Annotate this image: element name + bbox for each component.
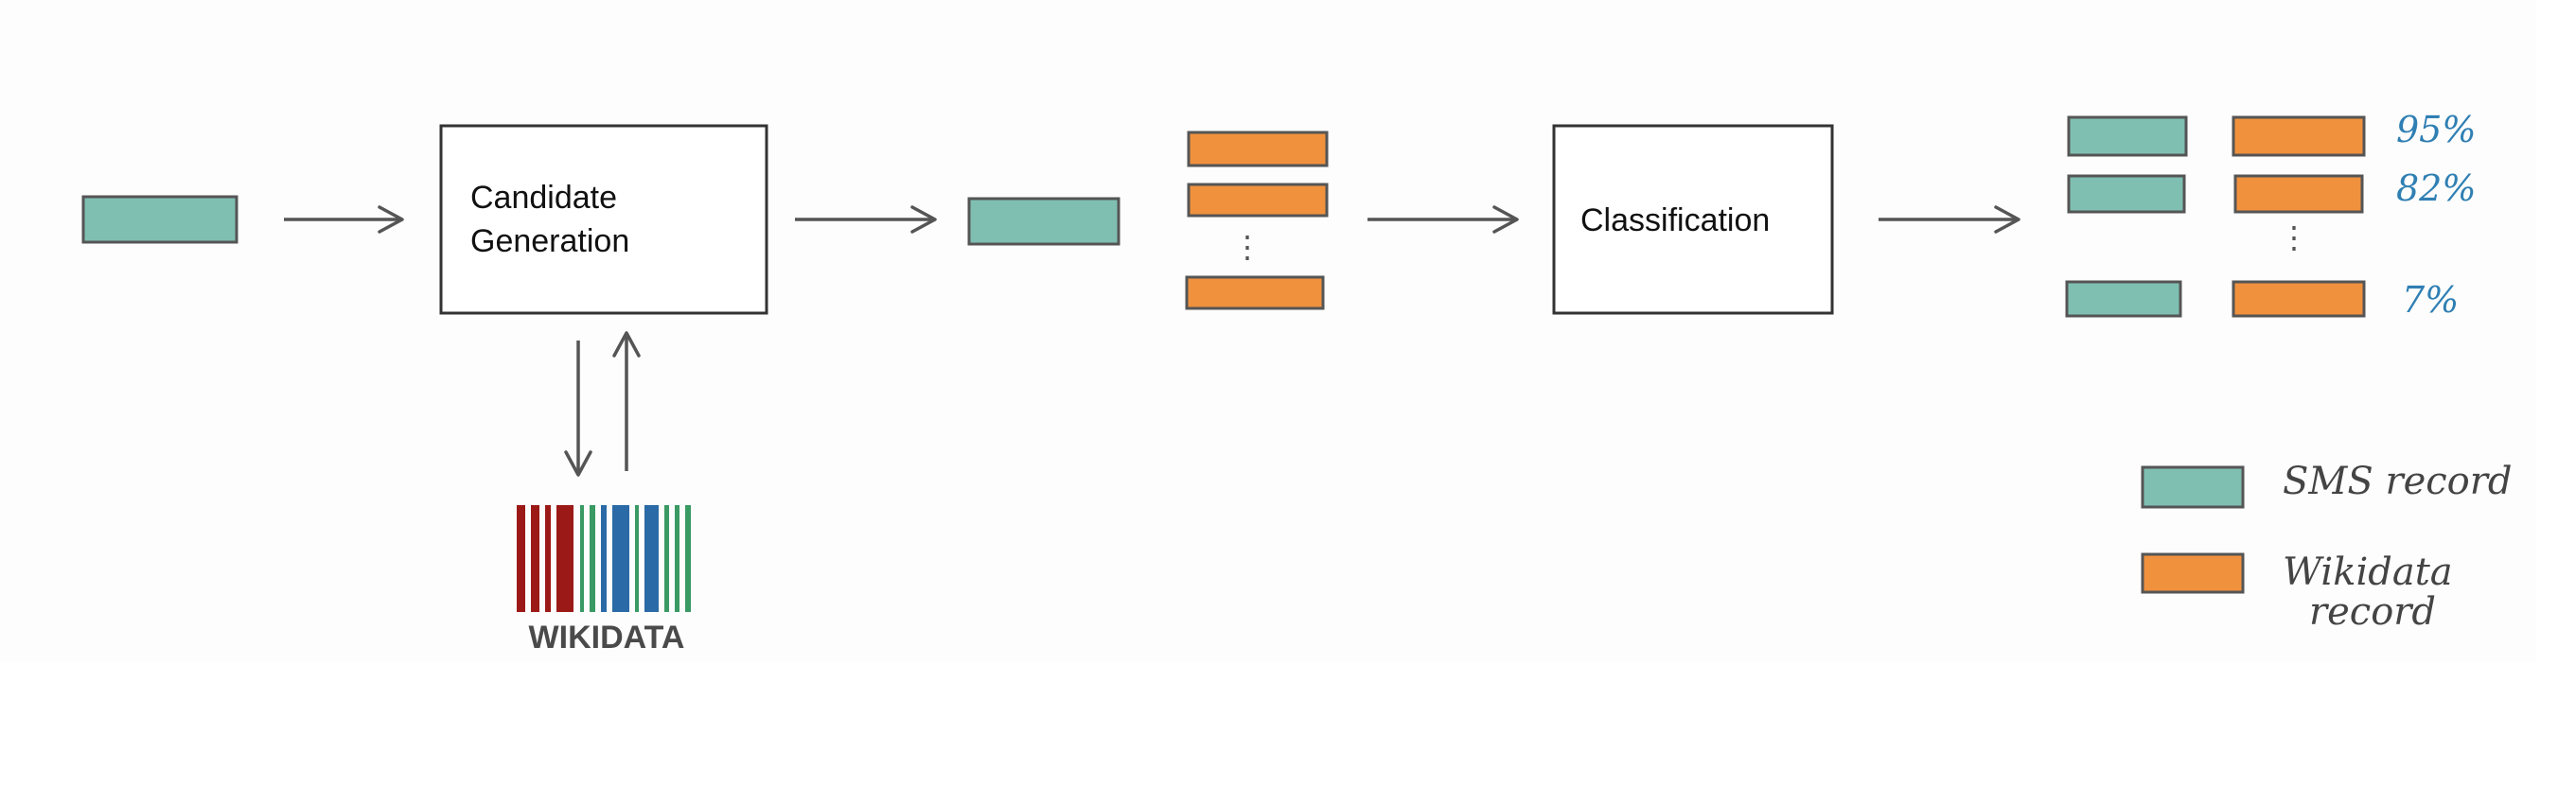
candidate-ellipsis: ⋮ (1232, 230, 1262, 264)
candidate-generation-label-line2: Generation (470, 223, 629, 259)
legend-sms-swatch (2141, 465, 2245, 509)
result-wikidata-record (2232, 115, 2366, 157)
legend-wikidata-swatch (2141, 552, 2245, 594)
classification-label: Classification (1580, 202, 1770, 238)
wikidata-logo-text: WIKIDATA (529, 620, 685, 656)
legend-sms-label: SMS record (2283, 460, 2512, 503)
results-ellipsis: ⋮ (2279, 220, 2309, 254)
result-wikidata-record (2233, 174, 2364, 214)
candidate-generation-box (439, 124, 768, 315)
candidate-wikidata-record (1185, 275, 1325, 310)
result-wikidata-record (2232, 280, 2366, 318)
legend-wikidata-label-line2: record (2309, 590, 2436, 634)
wikidata-barcode-icon (517, 505, 691, 612)
classification-box (1552, 124, 1834, 315)
input-sms-record (81, 195, 238, 244)
result-sms-record (2065, 280, 2182, 318)
query-sms-record (967, 197, 1120, 246)
candidate-wikidata-record (1187, 131, 1329, 167)
legend-wikidata-label-line1: Wikidata (2283, 551, 2453, 594)
legend: SMS record Wikidata record (2141, 460, 2512, 634)
diagram-background (0, 0, 2536, 662)
candidate-wikidata-record (1187, 183, 1329, 218)
candidate-generation-label-line1: Candidate (470, 180, 617, 216)
match-score: 82% (2396, 167, 2476, 209)
match-score: 7% (2402, 279, 2459, 321)
result-sms-record (2067, 174, 2186, 214)
match-score: 95% (2396, 109, 2476, 150)
result-sms-record (2067, 115, 2188, 157)
